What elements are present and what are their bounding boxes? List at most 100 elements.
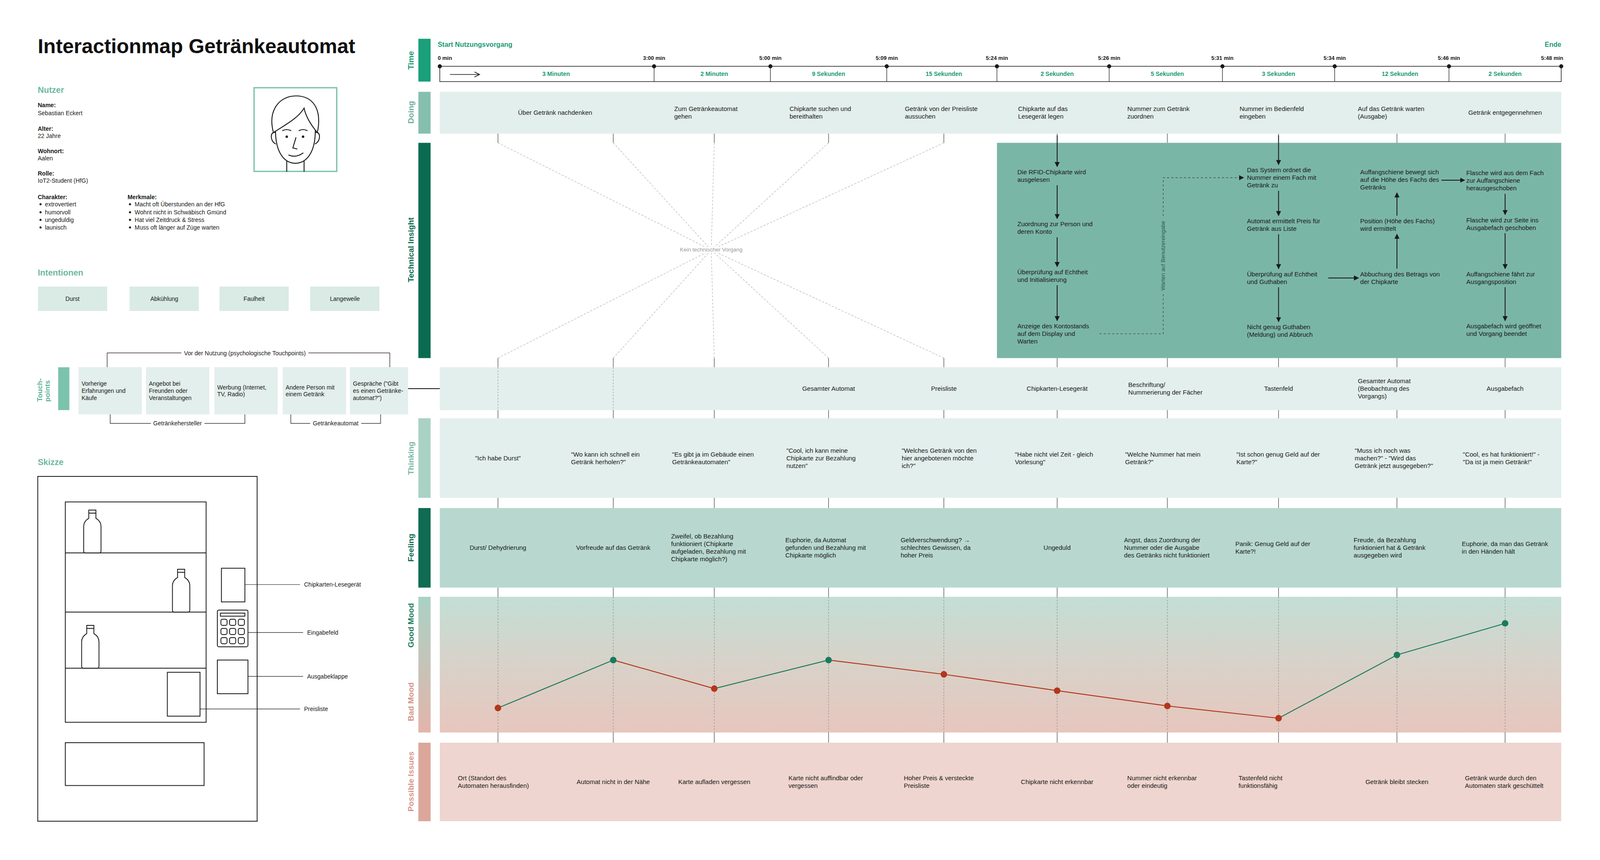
label-text: Charakter: — [37, 193, 68, 201]
time-dot — [1107, 64, 1112, 69]
touchpoint-box: Gespräche ("Gibt es einen Getränke-autom… — [349, 367, 409, 415]
key — [229, 628, 236, 635]
mood-line-up — [498, 623, 1506, 719]
column-ticks — [498, 133, 1506, 743]
dotted-column-lines — [498, 367, 614, 411]
mood-point — [1275, 714, 1282, 722]
connector — [1099, 177, 1244, 334]
connector — [1396, 234, 1398, 269]
connector — [1056, 285, 1058, 321]
machine-window — [65, 501, 207, 723]
time-dot — [1559, 64, 1564, 69]
box-text: Langeweile — [330, 295, 361, 303]
timeline-separators — [654, 66, 1449, 82]
output-slot — [65, 742, 205, 786]
face-ear — [271, 132, 276, 144]
face-neck — [286, 161, 304, 172]
label-text: Hat viel Zeitdruck & Stress — [134, 216, 205, 224]
keypad-keys — [220, 619, 245, 644]
touchpoint-box: Andere Person mit einem Getränk — [282, 367, 347, 415]
label-text: 5:09 min — [875, 54, 899, 62]
row-label: Bad Mood — [406, 682, 416, 722]
face-brows — [282, 129, 308, 131]
process-step: Überprüfung auf Echtheit und Initialisie… — [1017, 268, 1098, 284]
cell-text: Zweifel, ob Bezahlung funktioniert (Chip… — [671, 532, 758, 564]
face-nose — [292, 137, 298, 149]
label-text: 5:46 min — [1437, 54, 1461, 62]
duration-text: 2 Sekunden — [1040, 70, 1074, 78]
step-text: Abbuchung des Betrags von der Chipkarte — [1360, 270, 1441, 286]
label-text: Getränkeautomat — [310, 419, 361, 427]
duration-text: 2 Sekunden — [1488, 70, 1522, 78]
face-jaw — [275, 130, 316, 163]
label-text: Rolle: — [37, 170, 55, 177]
row-label-bar — [418, 38, 431, 82]
cell-text: Preisliste — [931, 384, 957, 393]
cell-text: Chipkarte nicht erkennbar — [1020, 778, 1094, 786]
intention-box: Abkühlung — [129, 286, 199, 312]
duration-text: 15 Sekunden — [925, 70, 962, 78]
label-text: Sebastian Eckert — [37, 109, 83, 117]
cell-text: Getränk von der Preisliste aussuchen — [904, 105, 983, 121]
time-dot — [1220, 64, 1225, 69]
process-step: Auffangschiene bewegt sich auf die Höhe … — [1360, 168, 1441, 192]
row-label: Thinking — [406, 441, 416, 475]
card-reader — [221, 568, 246, 603]
row-band: Ort (Standort des Automaten herausfinden… — [439, 742, 1562, 822]
time-dot — [652, 64, 657, 69]
leader-lines — [200, 584, 304, 710]
mood-line-down — [613, 660, 1279, 719]
label-text: Eingabefeld — [307, 629, 339, 637]
intention-box: Faulheit — [219, 286, 289, 312]
process-step: Zuordnung zur Person und deren Konto — [1017, 220, 1098, 236]
bullet-dot — [39, 211, 42, 214]
step-text: Anzeige des Kontostands auf dem Display … — [1017, 322, 1098, 346]
cell-text: "Welche Nummer hat mein Getränk?" — [1125, 450, 1210, 466]
connector — [1328, 277, 1359, 279]
process-step: Automat ermittelt Preis für Getränk aus … — [1247, 217, 1327, 233]
band-fill — [439, 367, 1562, 411]
mood-band — [439, 596, 1562, 733]
row-label-bar — [418, 418, 431, 499]
process-step: Nicht genug Guthaben (Meldung) und Abbru… — [1247, 323, 1327, 339]
box-text: Abkühlung — [150, 295, 179, 303]
label-text: 22 Jahre — [37, 132, 61, 140]
label-text: Start Nutzungsvorgang — [437, 40, 513, 49]
bullet-dot — [129, 226, 132, 229]
dotted-column-lines — [498, 596, 1506, 733]
connector — [1277, 234, 1279, 269]
step-text: Automat ermittelt Preis für Getränk aus … — [1247, 217, 1327, 233]
bottle — [172, 569, 190, 613]
process-step: Das System ordnet die Nummer einem Fach … — [1247, 166, 1327, 190]
touchpoint-box: Werbung (Internet, TV, Radio) — [214, 367, 278, 415]
step-text: Überprüfung auf Echtheit und Guthaben — [1247, 270, 1327, 286]
edge-label: Warten auf Benutzereingabe — [1159, 218, 1167, 294]
bullet-dot — [129, 219, 132, 222]
label-text: 5:34 min — [1323, 54, 1346, 62]
mood-point — [1053, 687, 1061, 694]
timeline-band — [439, 66, 1562, 82]
cell-text: Geldverschwendung? → schlechtes Gewissen… — [900, 536, 988, 560]
cell-text: Zum Getränkeautomat gehen — [674, 105, 753, 121]
cell-text: Gesamter Automat — [802, 384, 856, 393]
step-text: Ausgabefach wird geöffnet und Vorgang be… — [1466, 322, 1546, 338]
connector — [1277, 135, 1279, 165]
duration-text: 12 Sekunden — [1381, 70, 1419, 78]
box-text: Andere Person mit einem Getränk — [285, 384, 344, 399]
bottle — [81, 625, 99, 669]
cell-text: Karte aufladen vergessen — [678, 778, 751, 786]
process-step: Flasche wird aus dem Fach zur Auffangsch… — [1466, 169, 1546, 193]
row-label: Feeling — [406, 533, 416, 563]
key — [238, 628, 245, 635]
cell-text: "Welches Getränk von den hier angebotene… — [901, 446, 986, 470]
connector — [1396, 192, 1398, 216]
label-text: Getränkehersteller — [150, 419, 205, 427]
duration-text: 3 Minuten — [542, 70, 570, 78]
dotted-star-lines — [498, 142, 945, 358]
box-text: Vorherige Erfahrungen und Käufe — [81, 380, 139, 402]
timeline-band: 3 Minuten2 Minuten9 Sekunden15 Sekunden2… — [439, 66, 1562, 82]
connector — [1441, 179, 1465, 181]
face-eye — [285, 135, 288, 139]
bullet-dot — [39, 203, 42, 206]
